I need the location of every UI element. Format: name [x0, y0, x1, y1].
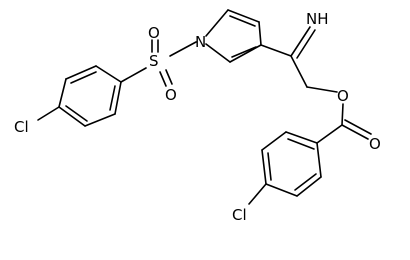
bond-ring2-a — [285, 131, 318, 144]
bond-c-nh-b — [296, 29, 316, 59]
bond-ring1-cl — [37, 106, 60, 121]
atom-label-o-sulfonyl-top: O — [148, 24, 160, 42]
bond-ring1-c — [58, 78, 67, 108]
atom-label-n-pyrrole: N — [195, 33, 206, 51]
atom-labels: N S O O Cl NH O O Cl — [14, 10, 381, 224]
bond-ring2-e-inner — [294, 173, 317, 191]
bond-ring2-b — [261, 131, 287, 151]
bond-c5-n — [205, 43, 231, 63]
bond-c3-c4 — [258, 21, 262, 46]
bond-ring1-f-inner — [109, 85, 116, 111]
atom-label-s-sulfonyl: S — [149, 52, 159, 70]
bond-ring2-cl — [248, 183, 267, 205]
bond-c2-c3-inner — [229, 15, 256, 27]
atom-label-o-ester: O — [337, 87, 349, 105]
bond-ring1-e — [84, 113, 116, 127]
bond-s-aryl — [120, 67, 147, 83]
bond-ccarbonyl-aryl — [316, 124, 343, 144]
bond-ring1-b-inner — [70, 71, 97, 84]
bond-ring1-d-inner — [65, 105, 88, 122]
bond-ring2-f — [316, 142, 322, 178]
atom-label-cl-bottom: Cl — [232, 206, 247, 224]
bond-c-nh-a — [290, 26, 311, 57]
bond-n-s — [169, 41, 197, 57]
bond-ring1-f — [114, 81, 122, 115]
bond-ring1-b — [65, 65, 97, 80]
bond-o-ccarbonyl — [341, 103, 344, 126]
atom-label-cl-left: Cl — [14, 118, 29, 136]
atom-label-o-sulfonyl-bottom: O — [165, 86, 177, 104]
bond-c4-c5-inner — [231, 46, 257, 58]
bond-ring1-d — [58, 106, 86, 127]
bond-ch2-o — [306, 86, 338, 93]
bond-s-o-bottom-a — [159, 71, 167, 87]
atom-label-nh-imine: NH — [306, 10, 329, 28]
bond-c3-cimine — [260, 44, 292, 57]
bond-ring1-a — [95, 65, 122, 83]
bond-ring2-d — [265, 183, 298, 197]
bond-ring2-c — [261, 149, 267, 185]
bond-c2-c3 — [227, 9, 260, 23]
bond-ring2-c-inner — [267, 152, 272, 181]
bond-ring2-a-inner — [287, 138, 315, 150]
bond-s-o-bottom-b — [165, 69, 173, 85]
atom-label-o-carbonyl: O — [369, 135, 381, 153]
bond-c-o-carbonyl-a — [341, 124, 369, 140]
bond-n-c2 — [205, 9, 229, 37]
bonds — [37, 9, 372, 205]
bond-ring2-e — [296, 176, 322, 197]
bond-c-o-carbonyl-b — [344, 119, 372, 135]
bond-cimine-ch2 — [290, 55, 308, 88]
